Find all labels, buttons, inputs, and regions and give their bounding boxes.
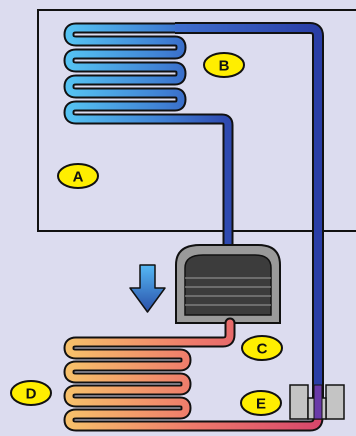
evaporator-coil bbox=[63, 22, 234, 258]
label-e-text: E bbox=[256, 396, 266, 413]
label-b-text: B bbox=[219, 58, 230, 75]
label-a-text: A bbox=[73, 169, 84, 186]
label-b: B bbox=[203, 52, 245, 78]
label-c: C bbox=[241, 335, 283, 361]
label-e: E bbox=[240, 390, 282, 416]
compressor bbox=[175, 244, 281, 324]
down-arrow-icon bbox=[129, 264, 166, 313]
label-d-text: D bbox=[26, 386, 37, 403]
label-c-text: C bbox=[257, 341, 268, 358]
cabinet-outline bbox=[37, 9, 356, 232]
expansion-valve bbox=[289, 384, 345, 420]
label-a: A bbox=[57, 163, 99, 189]
condenser-coil bbox=[63, 317, 324, 432]
label-d: D bbox=[10, 380, 52, 406]
cold-return-pipe bbox=[175, 22, 324, 398]
